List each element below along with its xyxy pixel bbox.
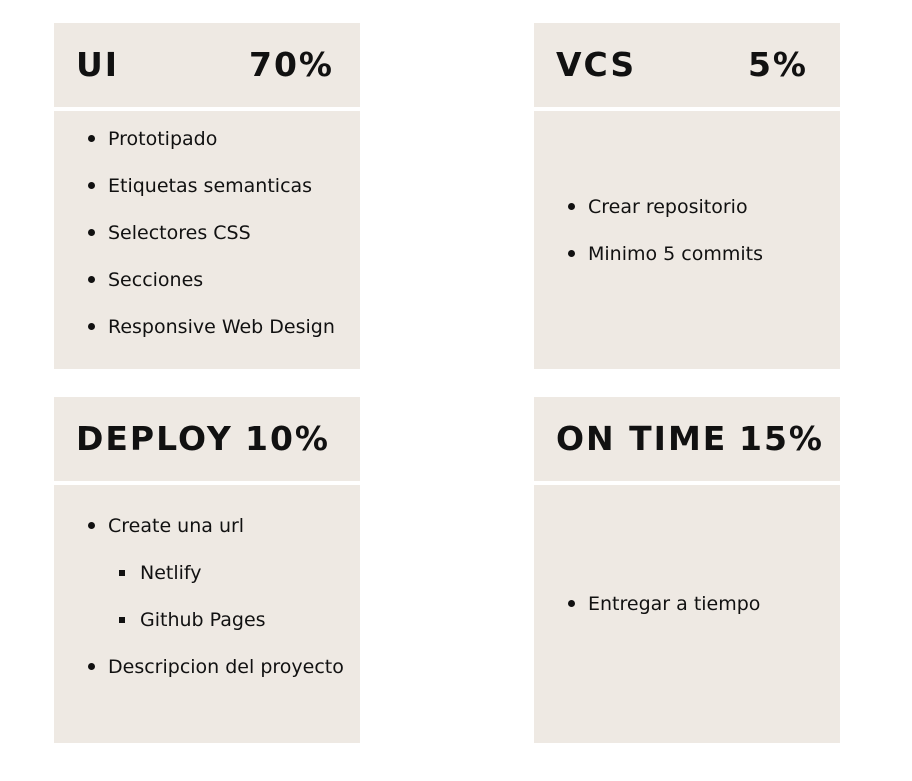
card-on-time-header: ON TIME 15% [534, 397, 840, 481]
list-item: Entregar a tiempo [588, 593, 761, 615]
disc-bullet-icon [88, 323, 95, 330]
list-item: Create una url [108, 515, 245, 537]
card-ui-header: UI 70% [54, 23, 360, 107]
disc-bullet-icon [88, 229, 95, 236]
card-deploy-title: DEPLOY [76, 419, 233, 458]
disc-bullet-icon [88, 276, 95, 283]
card-deploy-header: DEPLOY 10% [54, 397, 360, 481]
card-on-time-body: Entregar a tiempo [534, 485, 840, 743]
list-item: Crear repositorio [588, 196, 748, 218]
card-on-time-title: ON TIME [556, 419, 728, 458]
card-ui-percent: 70% [249, 45, 334, 84]
disc-bullet-icon [568, 250, 575, 257]
card-vcs-percent: 5% [747, 45, 808, 84]
disc-bullet-icon [88, 182, 95, 189]
list-subitem: Github Pages [140, 609, 266, 631]
disc-bullet-icon [568, 600, 575, 607]
card-ui-body: Prototipado Etiquetas semanticas Selecto… [54, 111, 360, 369]
list-item: Prototipado [108, 128, 218, 150]
card-vcs-title: VCS [556, 45, 637, 84]
disc-bullet-icon [88, 522, 95, 529]
list-item: Descripcion del proyecto [108, 656, 344, 678]
list-subitem: Netlify [140, 562, 202, 584]
square-bullet-icon [119, 617, 125, 623]
list-item: Selectores CSS [108, 222, 251, 244]
card-vcs-body: Crear repositorio Minimo 5 commits [534, 111, 840, 369]
list-item: Secciones [108, 269, 204, 291]
list-item: Responsive Web Design [108, 316, 335, 338]
card-ui-title: UI [76, 45, 120, 84]
card-deploy-percent: 10% [245, 419, 330, 458]
card-deploy-body: Create una url Netlify Github Pages Desc… [54, 485, 360, 743]
disc-bullet-icon [88, 663, 95, 670]
square-bullet-icon [119, 570, 125, 576]
disc-bullet-icon [88, 135, 95, 142]
list-item: Minimo 5 commits [588, 243, 764, 265]
card-on-time-percent: 15% [739, 419, 824, 458]
disc-bullet-icon [568, 203, 575, 210]
card-vcs-header: VCS 5% [534, 23, 840, 107]
list-item: Etiquetas semanticas [108, 175, 313, 197]
